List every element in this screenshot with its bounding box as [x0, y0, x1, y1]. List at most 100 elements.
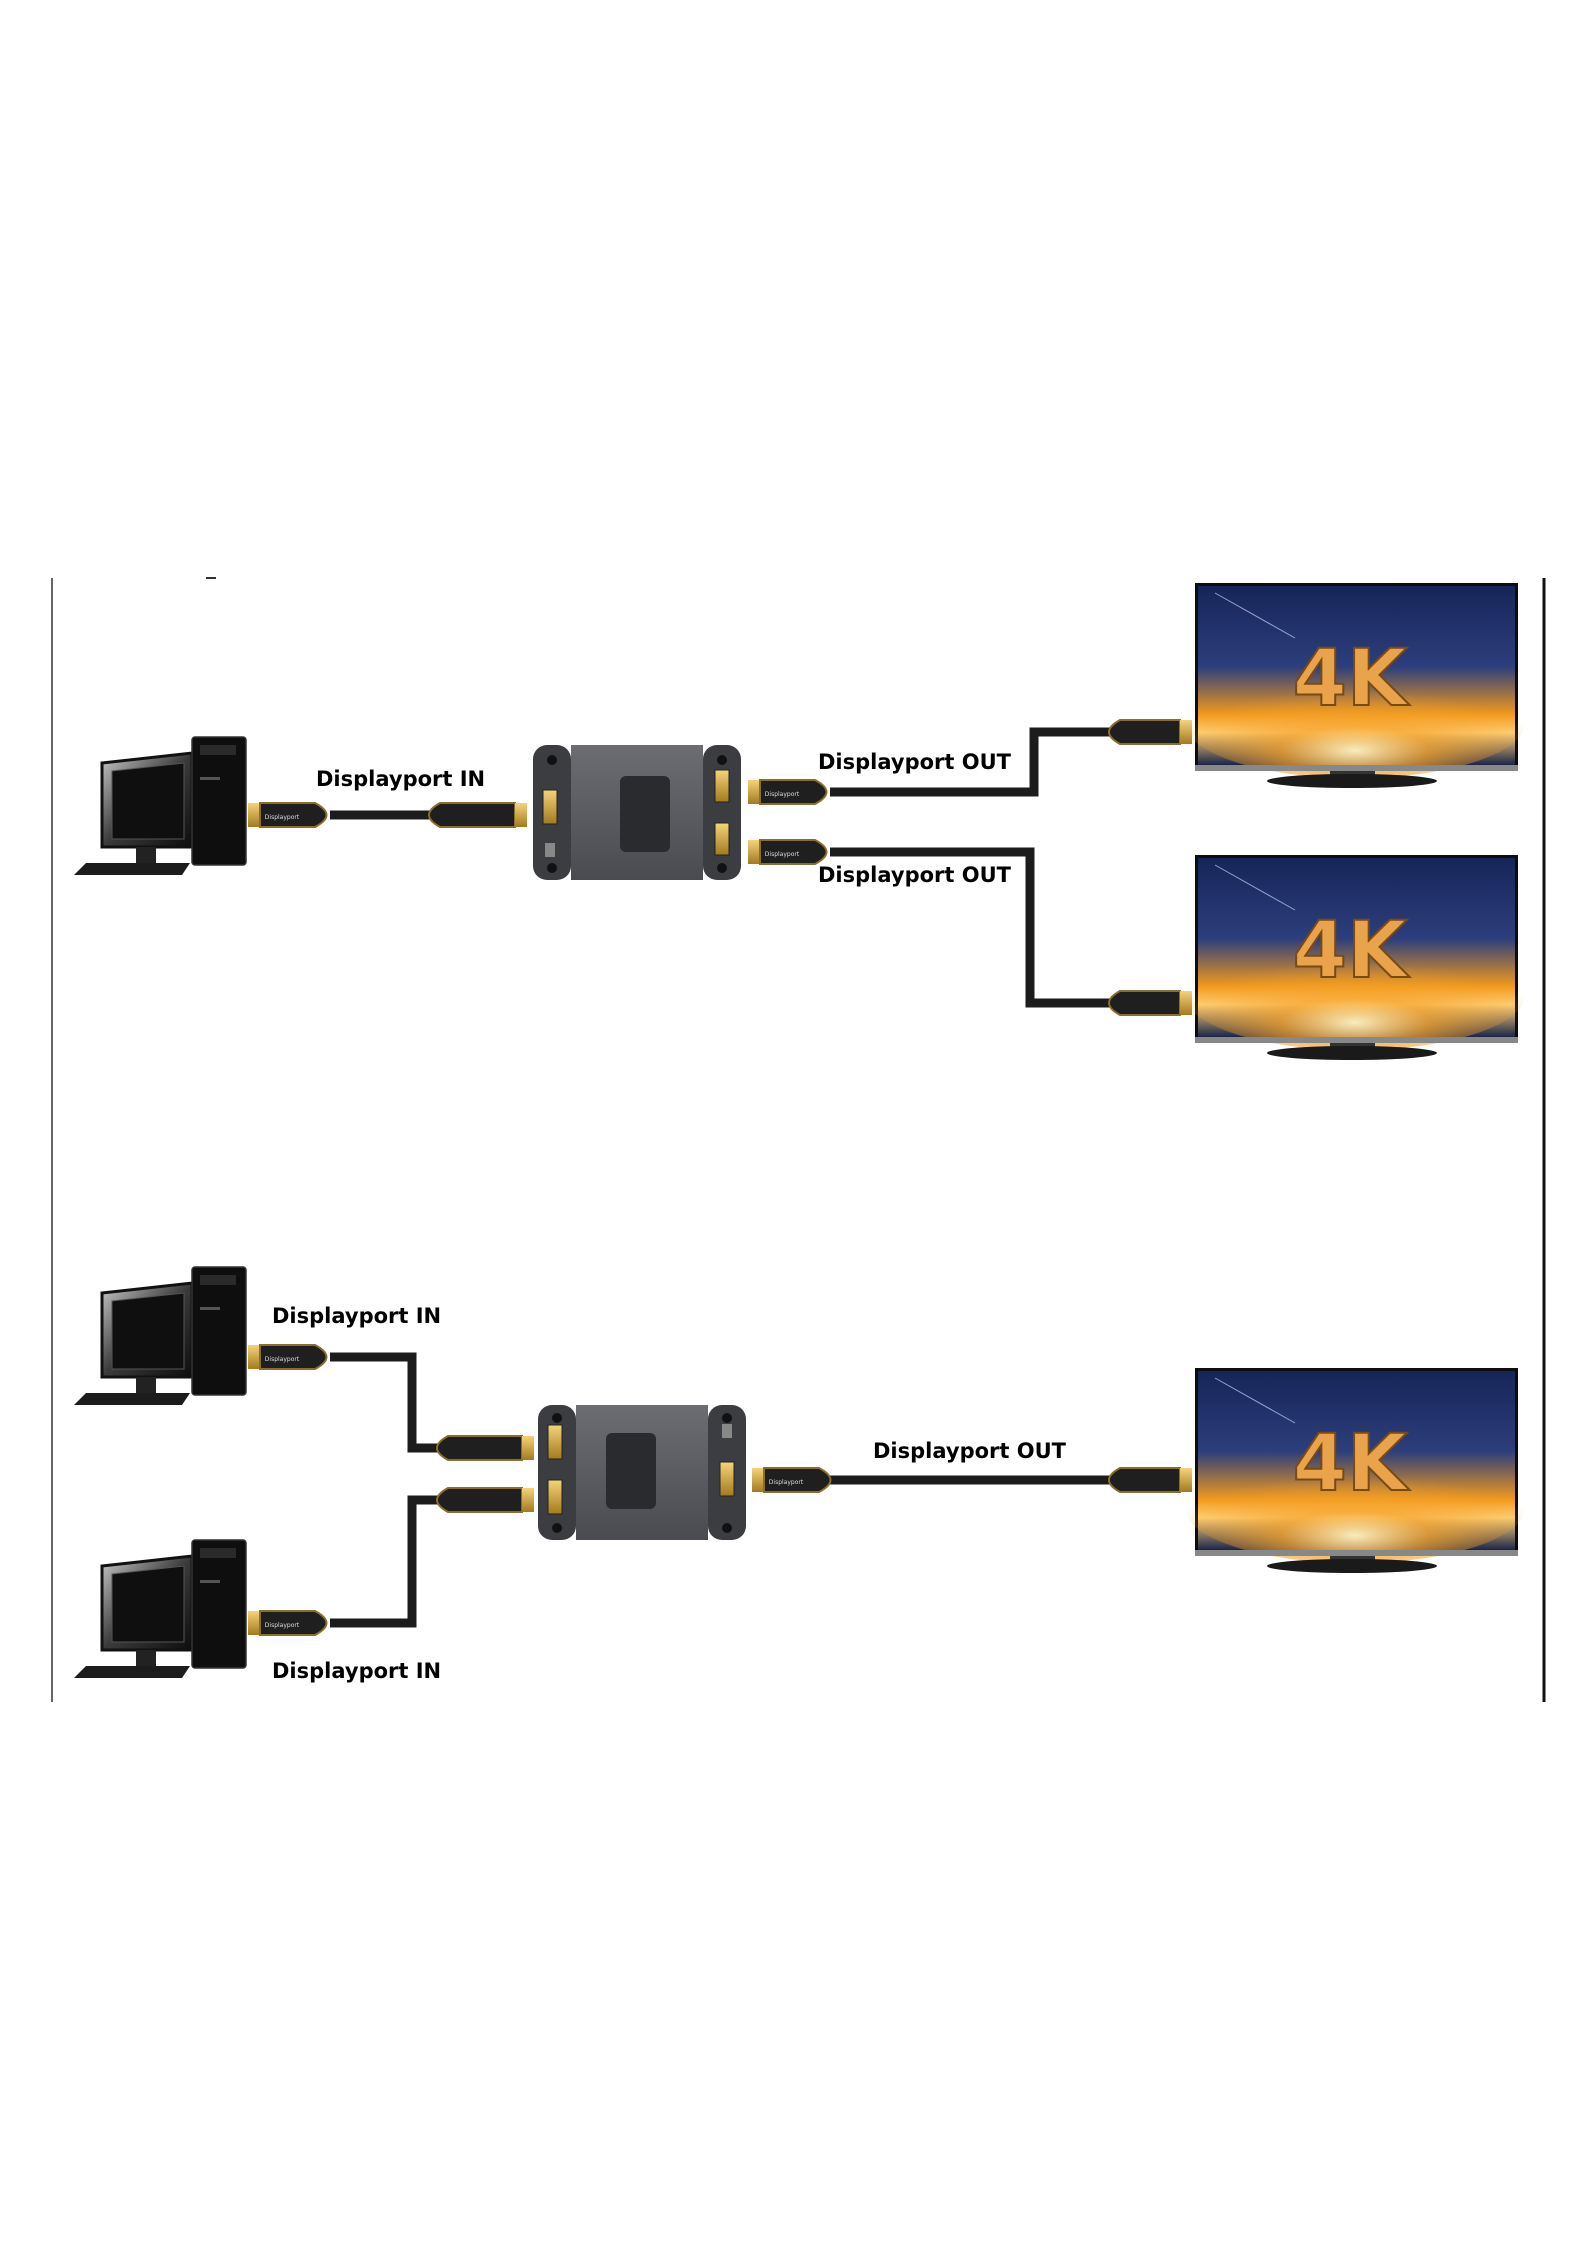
computer-screen — [111, 1565, 185, 1643]
device-screw — [717, 755, 727, 765]
plug-splitter-in — [428, 802, 527, 828]
plug-pc2-in: Displayport — [248, 1610, 328, 1636]
tv-display: 4K — [1185, 1368, 1525, 1573]
plug-housing — [759, 839, 828, 865]
label-displayport-in: Displayport IN — [316, 767, 485, 791]
plug-switch-in-2 — [436, 1487, 534, 1513]
tv-display-top: 4K — [1185, 583, 1525, 788]
plug-label: Displayport — [765, 851, 800, 858]
dp-input-port-1 — [547, 1424, 563, 1460]
device-screw — [547, 755, 557, 765]
cable-pc2-to-switch — [330, 1495, 460, 1628]
label-displayport-in-bottom: Displayport IN — [272, 1659, 441, 1683]
plug-connector-gold — [248, 803, 260, 827]
tv-horizon-glow — [1185, 668, 1525, 778]
tv-bottom-bezel — [1195, 1037, 1518, 1043]
tv-stand-base — [1267, 774, 1437, 788]
label-displayport-out-bottom: Displayport OUT — [818, 863, 1012, 887]
monitor-stand — [136, 847, 156, 863]
tv-bottom-bezel — [1195, 765, 1518, 771]
plug-connector-gold — [748, 780, 760, 804]
label-displayport-out: Displayport OUT — [873, 1439, 1067, 1463]
plug-label: Displayport — [265, 1622, 300, 1629]
plug-tv-bottom — [1108, 990, 1192, 1016]
plug-housing — [763, 1467, 832, 1493]
pc-tower — [191, 1266, 247, 1396]
tv-bottom-bezel — [1195, 1550, 1518, 1556]
plug-housing — [436, 1435, 523, 1461]
pc-tower — [191, 736, 247, 866]
device-screw — [717, 863, 727, 873]
tower-drive-slot — [200, 777, 220, 780]
plug-switch-out: Displayport — [752, 1467, 832, 1493]
computer — [74, 736, 247, 875]
tv-shooting-star — [1214, 864, 1296, 911]
cable-pc1-to-switch — [330, 1352, 460, 1453]
plug-tv — [1108, 1467, 1192, 1493]
plug-housing — [259, 802, 328, 828]
plug-label: Displayport — [765, 791, 800, 798]
device-screw — [722, 1413, 732, 1423]
dp-output-port-2 — [714, 822, 730, 856]
device-front-panel — [620, 776, 670, 852]
plug-pc1-in: Displayport — [248, 1344, 328, 1370]
computer-2 — [74, 1539, 247, 1678]
plug-connector-gold — [248, 1611, 260, 1635]
tower-drive-slot — [200, 1307, 220, 1310]
plug-housing — [759, 779, 828, 805]
device-right-cap — [703, 745, 741, 880]
device-screw — [547, 863, 557, 873]
cable-out-bottom — [830, 847, 1114, 1008]
device-screw — [722, 1523, 732, 1533]
plug-label: Displayport — [265, 814, 300, 821]
tv-horizon-glow — [1185, 1453, 1525, 1563]
tower-drive-slot — [200, 1580, 220, 1583]
plug-tv-top — [1108, 719, 1192, 745]
label-displayport-in-top: Displayport IN — [272, 1304, 441, 1328]
tv-4k-badge: 4K — [1293, 906, 1410, 996]
tower-drive-bay — [200, 745, 236, 755]
plug-splitter-out-1: Displayport — [748, 779, 828, 805]
pc-tower — [191, 1539, 247, 1669]
plug-housing — [1108, 719, 1181, 745]
tv-horizon-glow — [1185, 940, 1525, 1050]
plug-connector-gold — [522, 1488, 534, 1512]
plug-label: Displayport — [769, 1479, 804, 1486]
tower-drive-bay — [200, 1548, 236, 1558]
computer-screen — [111, 1292, 185, 1370]
power-port — [722, 1424, 732, 1438]
dp-input-port — [542, 789, 558, 825]
tv-shooting-star — [1214, 592, 1296, 639]
tower-drive-bay — [200, 1275, 236, 1285]
power-port — [545, 843, 555, 857]
plug-connector-gold — [248, 1345, 260, 1369]
plug-switch-in-1 — [436, 1435, 534, 1461]
plug-housing — [1108, 990, 1181, 1016]
computer-1 — [74, 1266, 247, 1405]
dp-output-port-1 — [714, 769, 730, 803]
device-screw — [552, 1523, 562, 1533]
label-displayport-out-top: Displayport OUT — [818, 750, 1012, 774]
cable-out-top — [830, 727, 1114, 797]
diagram-1-splitter: Displayport Displayport — [74, 583, 1525, 1060]
tv-display-bottom: 4K — [1185, 855, 1525, 1060]
monitor-stand — [136, 1377, 156, 1393]
keyboard — [74, 863, 190, 875]
splitter-device — [533, 745, 741, 880]
dp-input-port-2 — [547, 1479, 563, 1515]
plug-label: Displayport — [265, 1356, 300, 1363]
plug-connector-gold — [515, 803, 527, 827]
tv-4k-badge: 4K — [1293, 1419, 1410, 1509]
keyboard — [74, 1393, 190, 1405]
plug-housing — [1108, 1467, 1181, 1493]
tv-4k-badge: 4K — [1293, 634, 1410, 724]
dp-output-port — [719, 1461, 735, 1497]
plug-housing — [436, 1487, 523, 1513]
tv-stand-base — [1267, 1046, 1437, 1060]
plug-housing — [259, 1610, 328, 1636]
keyboard — [74, 1666, 190, 1678]
plug-connector-gold — [748, 840, 760, 864]
device-front-panel — [606, 1433, 656, 1509]
plug-pc-in: Displayport — [248, 802, 328, 828]
